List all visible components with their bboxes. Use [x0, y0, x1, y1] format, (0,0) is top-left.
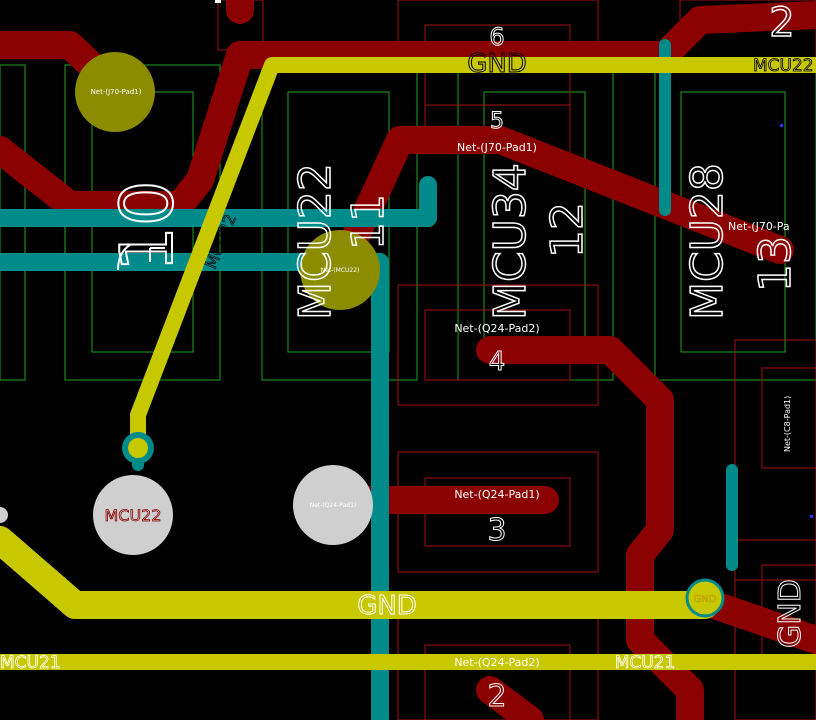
gnd-label-right: GND [773, 579, 808, 648]
pin1-marker [149, 247, 165, 262]
silkscreen-traces [0, 57, 816, 670]
marker [810, 515, 813, 518]
mcu21-label-right: MCU21 [615, 653, 676, 673]
ref-mcu22: MCU22 [290, 163, 341, 320]
via-mcu22[interactable] [300, 230, 380, 310]
track [0, 41, 679, 219]
via-small-inner [128, 438, 148, 458]
pad-q24[interactable] [293, 465, 373, 545]
pad-number-6: 6 [489, 23, 504, 51]
via-net-label-mcu22: Net-(MCU22) [321, 267, 360, 274]
gnd-trace [0, 526, 719, 619]
via-net-label: Net-(J70-Pad1) [91, 88, 142, 96]
gnd-trace [130, 57, 816, 453]
track [476, 336, 704, 720]
pads [0, 465, 373, 555]
net-label-q24-pad2-bottom: Net-(Q24-Pad2) [454, 656, 539, 669]
net-label-q24-pad1: Net-(Q24-Pad1) [454, 488, 539, 501]
pin1-arc [117, 244, 131, 271]
pin-number-10: 10 [105, 180, 189, 272]
pad-outline [734, 339, 816, 581]
pin-number-13: 13 [750, 236, 801, 292]
pad-outline [761, 367, 816, 469]
track [326, 126, 794, 284]
pad-label-mcu22: MCU22 [104, 506, 161, 525]
pad-number-2-top: 2 [769, 0, 794, 46]
mcu22-label-top-right: MCU22 [753, 56, 814, 76]
pin-number-11: 11 [343, 194, 394, 250]
via-j70-pad1[interactable] [75, 52, 155, 132]
track [651, 1, 816, 69]
net-label-c8-pad1: Net-(C8-Pad1) [783, 396, 792, 452]
marker [780, 124, 783, 127]
gnd-label-mid: GND [357, 591, 417, 621]
net-label-j70-pa: Net-(J70-Pa [728, 220, 790, 233]
track [476, 676, 544, 720]
pin-number-12: 12 [542, 202, 593, 258]
pad-number-5: 5 [490, 109, 504, 134]
pad-mcu22[interactable] [93, 475, 173, 555]
track [0, 176, 437, 227]
pad-number-4: 4 [489, 347, 506, 377]
pad-net-label-small: Net-(Q24-Pad1) [310, 502, 357, 509]
vias [75, 52, 725, 618]
net-label-q24-pad2: Net-(Q24-Pad2) [454, 322, 539, 335]
pad-number-3: 3 [487, 513, 506, 548]
via-gnd-label: GND [694, 594, 717, 605]
reference-designators: MCU22 MCU34 MCU28 12 13 11 10 [104, 162, 802, 320]
via-gnd[interactable] [685, 578, 725, 618]
pad-number-2-bottom: 2 [487, 679, 506, 714]
marker [215, 0, 221, 3]
gnd-label-top: GND [467, 49, 527, 79]
pad-partial[interactable] [0, 507, 8, 523]
net-label-j70-pad1: Net-(J70-Pad1) [457, 141, 537, 154]
mcu21-label-left: MCU21 [0, 653, 61, 673]
ref-mcu28: MCU28 [682, 163, 733, 320]
pad-outline [734, 539, 816, 720]
track [0, 253, 389, 720]
ref-mcu34: MCU34 [485, 163, 536, 320]
pad-outline [424, 644, 571, 720]
